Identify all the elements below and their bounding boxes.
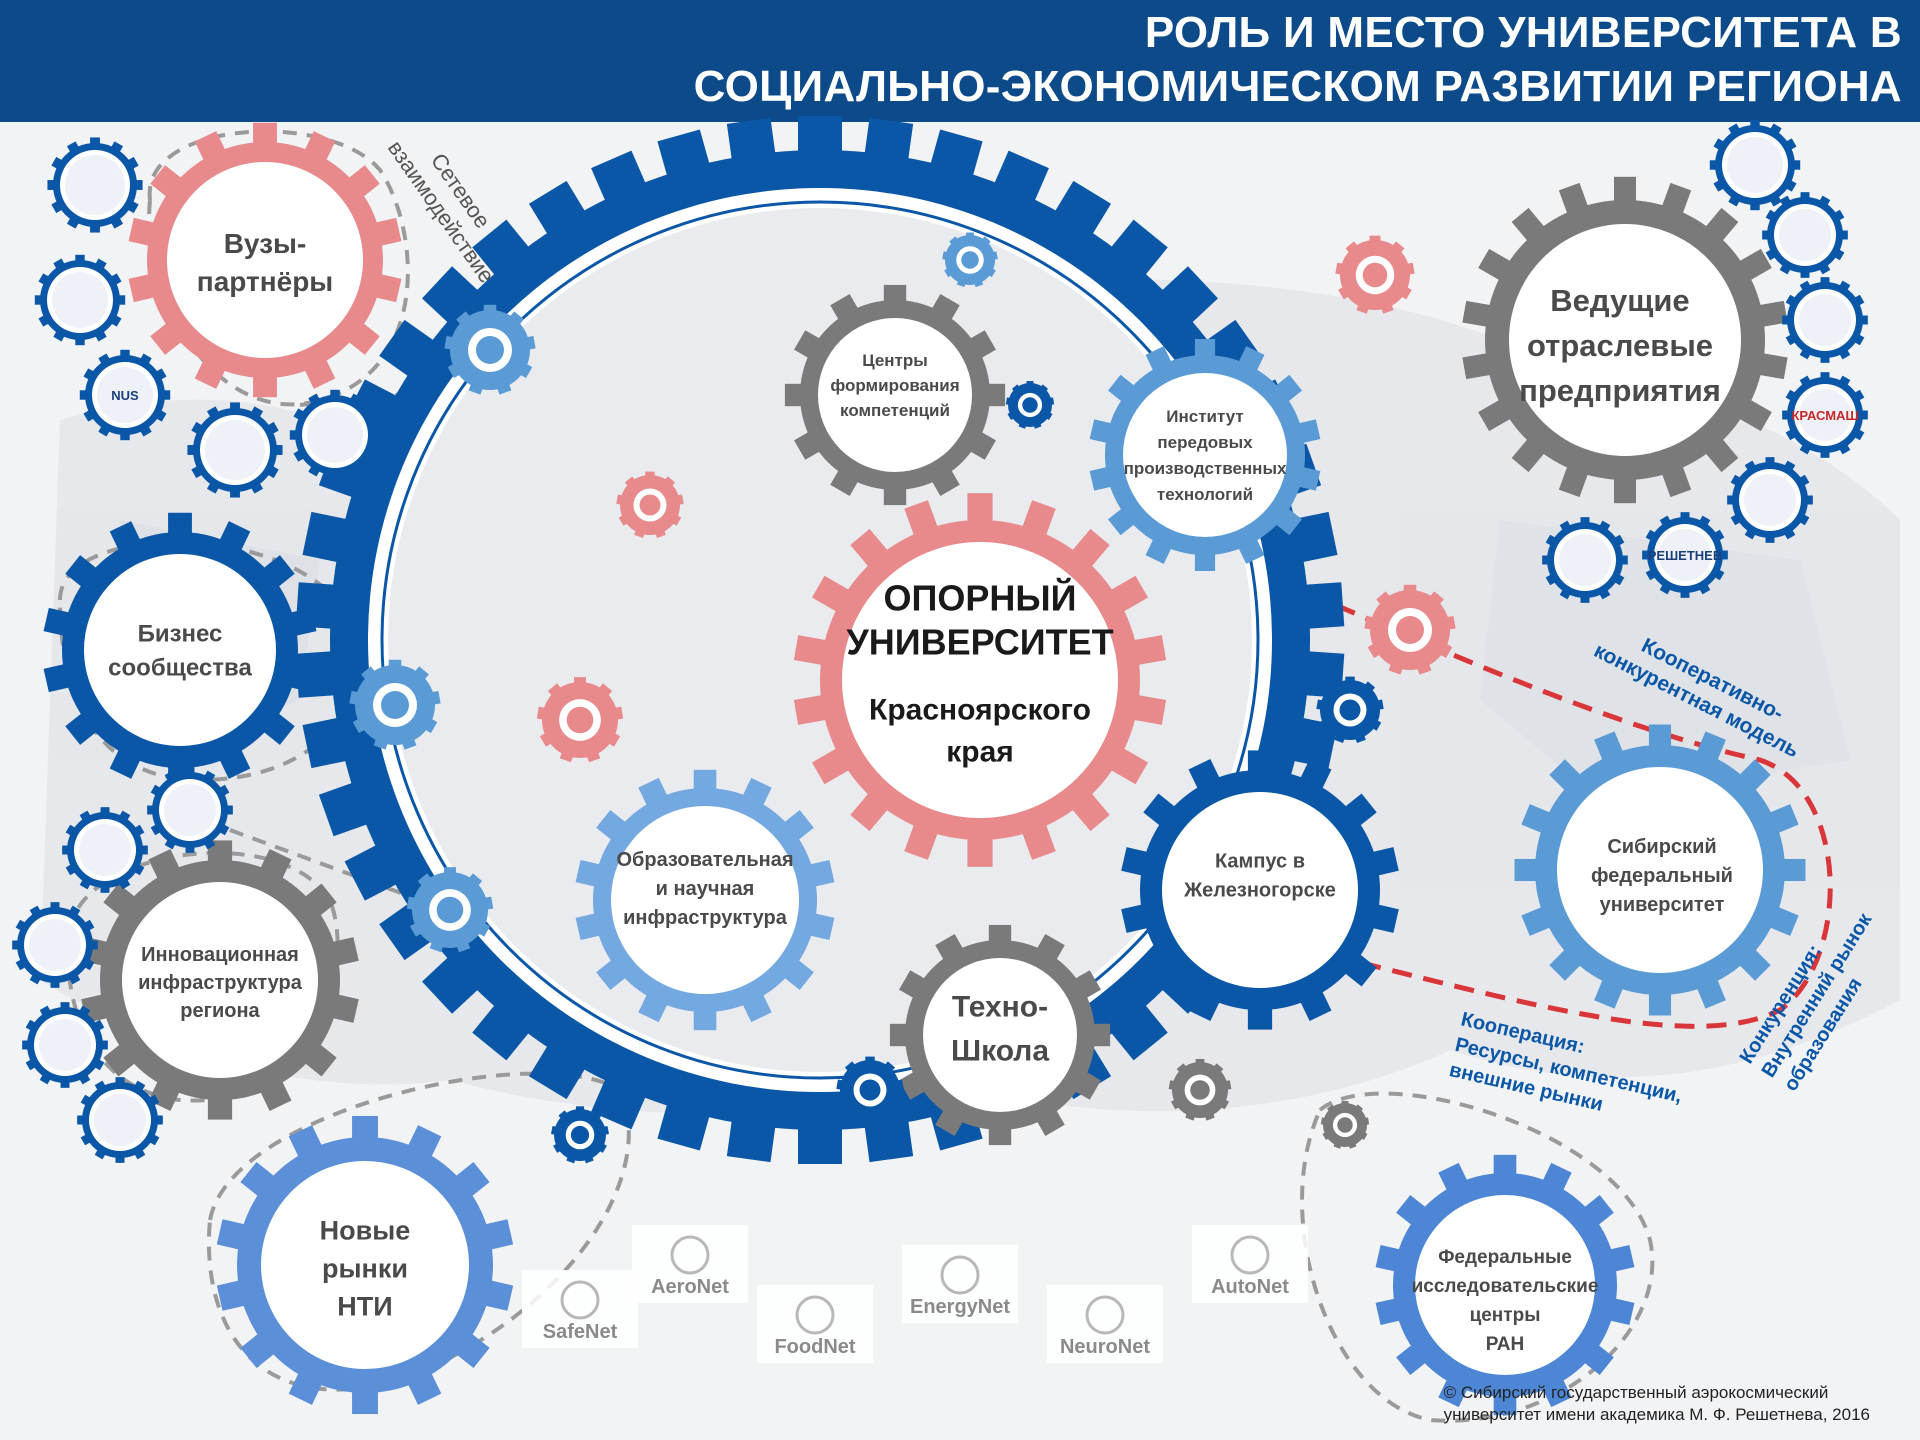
nti-market-foodnet — [757, 1285, 873, 1363]
small-gear-9 — [1005, 381, 1055, 429]
enterprise-logo-4 — [1782, 372, 1868, 458]
nti-market-label: EnergyNet — [910, 1296, 1010, 1318]
enterprise-logo-3 — [1782, 277, 1868, 363]
enterprise-logo-2 — [1762, 192, 1848, 278]
nti-market-label: SafeNet — [543, 1321, 618, 1343]
nti-market-label: AeroNet — [651, 1276, 729, 1298]
partner-logo-3 — [79, 349, 171, 441]
small-gear-3 — [406, 867, 494, 953]
campus-gear — [1121, 750, 1399, 1030]
partner-logo-1 — [47, 137, 143, 233]
small-gear-11 — [1320, 1101, 1370, 1149]
small-gear-2 — [349, 659, 441, 750]
small-gear-4 — [1335, 235, 1415, 314]
small-gear-8 — [1316, 676, 1384, 743]
copyright-line-2: университет имени академика М. Ф. Решетн… — [1443, 1405, 1870, 1424]
copyright-footer: © Сибирский государственный аэрокосмичес… — [1444, 1382, 1870, 1426]
centers-gear — [784, 284, 1006, 506]
small-gear-5 — [616, 471, 684, 538]
leading-gear — [1462, 176, 1788, 504]
ran-gear — [1375, 1154, 1635, 1416]
small-gear-14 — [942, 232, 998, 288]
small-gear-7 — [1364, 584, 1456, 675]
small-gear-6 — [536, 677, 624, 763]
institute-gear — [1089, 339, 1321, 571]
innov-gear — [81, 840, 359, 1120]
partner-logo-3-text: NUS — [111, 388, 139, 403]
sfu-gear — [1514, 724, 1806, 1016]
gear-layer — [12, 116, 1868, 1416]
title-line-2: СОЦИАЛЬНО-ЭКОНОМИЧЕСКОМ РАЗВИТИИ РЕГИОНА — [693, 62, 1902, 111]
nti-market-label: FoodNet — [774, 1336, 855, 1358]
vuzy-label: Вузы-партнёры — [197, 228, 333, 297]
innov-logo-4 — [22, 1002, 108, 1088]
nti-market-neuronet — [1047, 1285, 1163, 1363]
enterprise-logo-5 — [1727, 457, 1813, 543]
nti-market-aeronet — [632, 1225, 748, 1303]
center-university-gear — [793, 493, 1167, 867]
innov-logo-5 — [77, 1077, 163, 1163]
innov-logo-2 — [62, 807, 148, 893]
partner-logo-2 — [34, 254, 126, 346]
innov-logo-1 — [147, 767, 233, 853]
title-line-1: РОЛЬ И МЕСТО УНИВЕРСИТЕТА В — [1144, 8, 1902, 57]
nti-market-safenet — [522, 1270, 638, 1348]
small-gear-12 — [551, 1106, 609, 1164]
edu-infra-gear — [575, 769, 835, 1031]
nti-market-energynet — [902, 1245, 1018, 1323]
nti-market-label: NeuroNet — [1060, 1336, 1150, 1358]
small-gear-1 — [444, 304, 536, 395]
innov-logo-3 — [12, 902, 98, 988]
nti-market-label: AutoNet — [1211, 1276, 1289, 1298]
business-gear — [43, 512, 317, 788]
enterprise-logo-4-text: КРАСМАШ — [1791, 408, 1858, 423]
techno-label: Техно-Школа — [951, 991, 1049, 1068]
vuzy-gear — [128, 122, 402, 398]
small-gear-13 — [836, 1056, 904, 1123]
cooperation-loop — [742, 485, 1833, 1029]
enterprise-logo-6 — [1642, 512, 1728, 598]
enterprise-logo-1 — [1709, 119, 1801, 211]
techno-school-gear — [889, 924, 1111, 1146]
copyright-line-1: © Сибирский государственный аэрокосмичес… — [1443, 1383, 1829, 1402]
enterprise-logo-7 — [1542, 517, 1628, 603]
small-gear-10 — [1168, 1058, 1232, 1121]
title-bar: РОЛЬ И МЕСТО УНИВЕРСИТЕТА В СОЦИАЛЬНО-ЭК… — [0, 0, 1920, 122]
partner-logo-4 — [187, 402, 283, 498]
nti-gear — [216, 1115, 514, 1415]
partner-logo-5 — [289, 389, 381, 481]
nti-market-autonet — [1192, 1225, 1308, 1303]
enterprise-logo-6-text: РЕШЕТНЕВ — [1648, 548, 1722, 563]
